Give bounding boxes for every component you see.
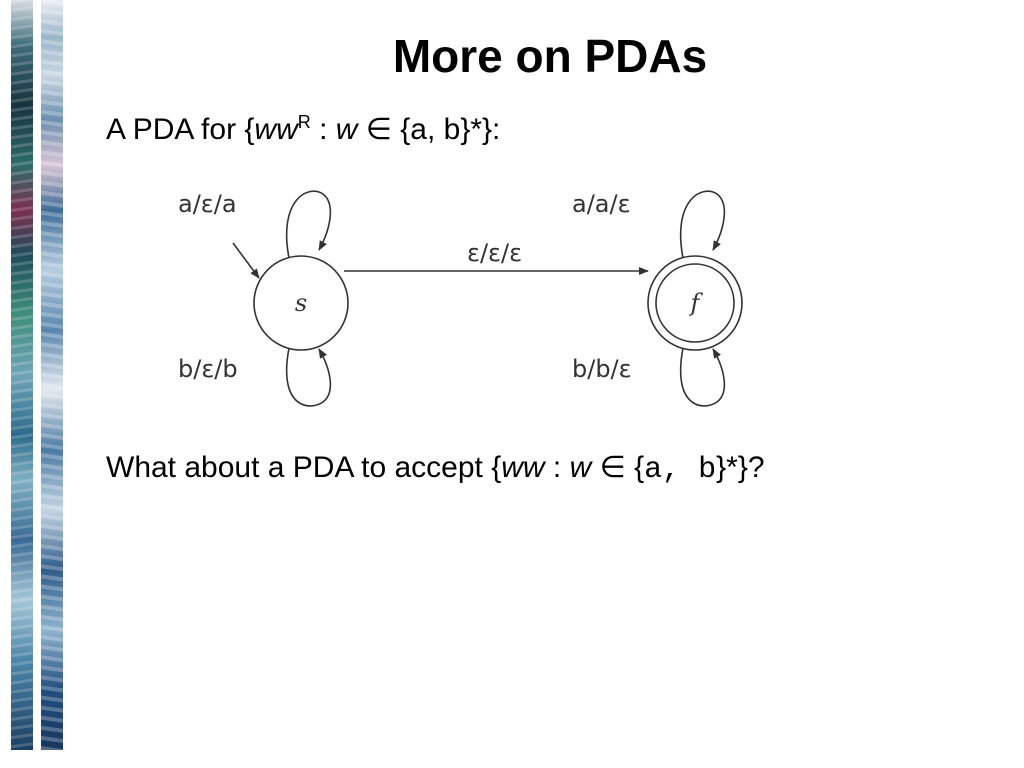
slide-title: More on PDAs (392, 30, 708, 82)
transition-f-loop-bottom (679, 347, 726, 407)
transition-s-loop-top (285, 190, 332, 259)
transition-label-f-bottom: b/b/ε (572, 355, 632, 383)
transition-s-loop-bottom (285, 347, 332, 407)
transition-label-s-top: a/ε/a (178, 190, 237, 218)
transition-f-loop-top (679, 190, 726, 259)
pda-description-ww: ww (254, 113, 298, 146)
state-s-circle (253, 255, 349, 351)
question-rest: }*}? (716, 451, 765, 484)
pda-description: A PDA for {wwR : w ∈ {a, b}*}: (106, 112, 500, 148)
decorative-right-strip (41, 0, 63, 750)
question-prefix: What about a PDA to accept { (106, 451, 502, 484)
follow-up-question: What about a PDA to accept {ww : w ∈ {a,… (106, 450, 765, 488)
pda-description-colon: : (310, 113, 336, 146)
question-member: ∈ { (591, 451, 645, 484)
transition-label-f-top: a/a/ε (572, 190, 631, 218)
question-alphabet: a, b (644, 453, 717, 487)
transition-label-s-bottom: b/ε/b (178, 355, 238, 383)
pda-description-rest: ∈ {a, b}*}: (357, 113, 501, 146)
pda-description-w: w (335, 113, 358, 146)
question-ww: ww (501, 451, 545, 484)
question-colon: : (544, 451, 570, 484)
pda-description-prefix: A PDA for { (106, 113, 255, 146)
pda-description-reverse-mark: R (297, 112, 311, 132)
state-s-label: s (295, 289, 307, 317)
start-arrow (232, 242, 260, 279)
decorative-left-strip (11, 0, 33, 750)
question-w: w (569, 451, 592, 484)
state-f-label: f (689, 289, 704, 317)
state-f-inner-circle (655, 263, 735, 343)
state-f-outer-circle (647, 255, 743, 351)
transition-label-s-to-f: ε/ε/ε (467, 239, 522, 267)
